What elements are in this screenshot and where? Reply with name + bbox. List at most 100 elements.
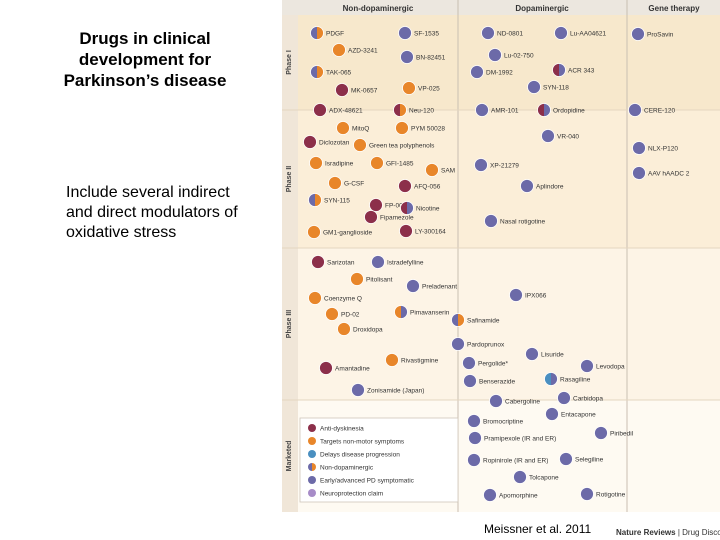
drug-marker: Bromocriptine	[467, 414, 523, 428]
drug-label: ACR 343	[568, 68, 595, 75]
drug-dot	[400, 50, 414, 64]
drug-label: ProSavin	[647, 32, 674, 39]
drug-dot	[385, 353, 399, 367]
drug-label: MK-0657	[351, 88, 378, 95]
drug-label: Ordopidine	[553, 108, 585, 115]
drug-marker: Coenzyme Q	[308, 291, 362, 305]
drug-dot	[520, 179, 534, 193]
drug-marker: ACR 343	[552, 63, 595, 77]
drug-dot	[398, 26, 412, 40]
drug-dot	[425, 163, 439, 177]
drug-dot	[554, 26, 568, 40]
drug-marker: PDGF	[310, 26, 344, 40]
drug-label: SF-1535	[414, 31, 439, 38]
drug-marker: Droxidopa	[337, 322, 383, 336]
legend-label: Neuroprotection claim	[320, 491, 383, 498]
legend-label: Early/advanced PD symptomatic	[320, 478, 415, 485]
drug-label: ND-0801	[497, 31, 523, 38]
drug-marker: SYN-115	[308, 193, 350, 207]
drug-dot-left	[394, 305, 401, 319]
drug-label: Sarizotan	[327, 260, 355, 267]
drug-label: Coenzyme Q	[324, 296, 362, 303]
drug-dot-right	[458, 313, 465, 327]
drug-dot-right	[551, 372, 558, 386]
drug-label: Cabergoline	[505, 399, 540, 406]
drug-dot	[527, 80, 541, 94]
drug-dot	[475, 103, 489, 117]
drug-marker: Selegiline	[559, 452, 604, 466]
drug-marker: AZD-3241	[332, 43, 378, 57]
drug-marker: Istradefylline	[371, 255, 424, 269]
drug-dot	[371, 255, 385, 269]
drug-label: Rotigotine	[596, 492, 626, 499]
drug-marker: TAK-065	[310, 65, 352, 79]
drug-label: Pramipexole (IR and ER)	[484, 436, 556, 443]
drug-label: Bromocriptine	[483, 419, 523, 426]
drug-dot	[580, 359, 594, 373]
citation: Meissner et al. 2011	[484, 522, 592, 536]
drug-label: Diclozotan	[319, 140, 350, 147]
drug-dot	[468, 431, 482, 445]
legend-swatch	[308, 476, 316, 484]
drug-marker: Carbidopa	[557, 391, 603, 405]
drug-label: Nasal rotigotine	[500, 219, 546, 226]
phase-band	[282, 110, 720, 248]
drug-label: CERE-120	[644, 108, 675, 115]
drug-dot-left	[308, 193, 315, 207]
drug-label: Ropinirole (IR and ER)	[483, 458, 548, 465]
drug-dot	[311, 255, 325, 269]
drug-marker: MK-0657	[335, 83, 378, 97]
column-header: Gene therapy	[648, 4, 700, 13]
drug-label: NLX-P120	[648, 146, 678, 153]
drug-marker: Preladenant	[406, 279, 457, 293]
drug-marker: IPX066	[509, 288, 547, 302]
drug-label: ADX-48621	[329, 108, 363, 115]
drug-dot	[525, 347, 539, 361]
drug-marker: Benserazide	[463, 374, 516, 388]
drug-label: Lisuride	[541, 352, 564, 359]
drug-marker: LY-300164	[399, 224, 446, 238]
drug-dot	[632, 166, 646, 180]
drug-dot	[509, 288, 523, 302]
drug-label: AAV hAADC 2	[648, 171, 690, 178]
drug-dot	[474, 158, 488, 172]
drug-marker: BN-82451	[400, 50, 446, 64]
drug-marker: DM-1992	[470, 65, 513, 79]
drug-marker: SF-1535	[398, 26, 439, 40]
drug-dot	[545, 407, 559, 421]
drug-label: Safinamide	[467, 318, 500, 325]
drug-label: PYM 50028	[411, 126, 445, 133]
drug-label: AZD-3241	[348, 48, 378, 55]
drug-dot	[451, 337, 465, 351]
drug-dot	[351, 383, 365, 397]
drug-dot	[463, 374, 477, 388]
drug-dot-right	[317, 26, 324, 40]
drug-marker: Pimavanserin	[394, 305, 450, 319]
drug-label: PD-02	[341, 312, 360, 319]
drug-dot-right	[400, 103, 407, 117]
legend-swatch	[308, 437, 316, 445]
drug-dot-left	[552, 63, 559, 77]
drug-marker: Rasagiline	[544, 372, 591, 386]
drug-dot	[513, 470, 527, 484]
drug-marker: AAV hAADC 2	[632, 166, 690, 180]
drug-dot-left	[544, 372, 551, 386]
drug-label: BN-82451	[416, 55, 446, 62]
drug-label: Nicotine	[416, 206, 440, 213]
drug-marker: Green tea polyphenols	[353, 138, 435, 152]
drug-marker: Amantadine	[319, 361, 370, 375]
drug-label: VP-025	[418, 86, 440, 93]
drug-marker: Neu-120	[393, 103, 434, 117]
drug-dot	[628, 103, 642, 117]
column-header: Non-dopaminergic	[343, 4, 414, 13]
drug-label: Carbidopa	[573, 396, 603, 403]
drug-dot-left	[310, 26, 317, 40]
legend-swatch	[308, 489, 316, 497]
slide-title: Drugs in clinical development for Parkin…	[63, 29, 227, 90]
drug-dot	[559, 452, 573, 466]
drug-dot	[467, 414, 481, 428]
drug-label: AFQ-056	[414, 184, 441, 191]
drug-label: XP-21279	[490, 163, 519, 170]
drug-dot	[481, 26, 495, 40]
